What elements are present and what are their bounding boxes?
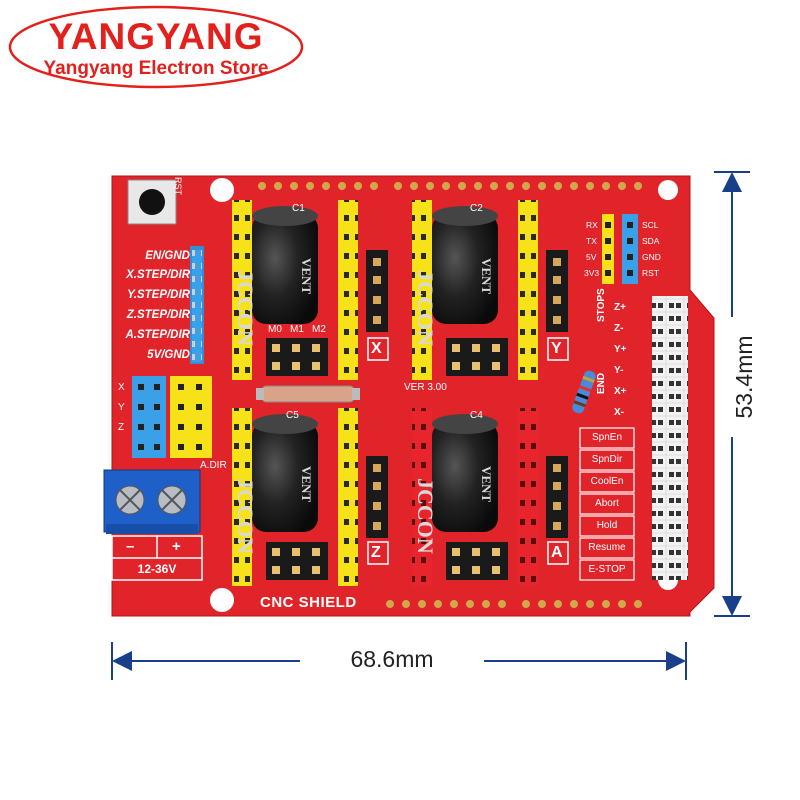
driver-socket-z bbox=[232, 408, 358, 586]
stop-label-x-minus: X- bbox=[614, 407, 624, 418]
cap-label-c1: C1 bbox=[292, 203, 305, 214]
microstep-label-m0: M0 bbox=[268, 324, 282, 335]
power-terminal-block bbox=[103, 469, 201, 534]
width-dimension-label: 68.6mm bbox=[322, 646, 462, 673]
clone-header-blue bbox=[132, 376, 166, 458]
control-label-estop: E-STOP bbox=[588, 564, 626, 575]
capacitor-brand-4: JCCON bbox=[413, 478, 438, 554]
brand-subtitle: Yangyang Electron Store bbox=[43, 58, 269, 79]
capacitor-mark-1: VENT bbox=[299, 258, 314, 295]
driver-socket-x bbox=[232, 200, 358, 380]
capacitor-1 bbox=[252, 206, 318, 324]
left-label-a-step: A.STEP/DIR bbox=[125, 329, 190, 341]
microstep-label-m1: M1 bbox=[290, 324, 304, 335]
i2c-label-rx: RX bbox=[586, 220, 598, 230]
cap-label-c5: C5 bbox=[286, 410, 299, 421]
control-label-hold: Hold bbox=[596, 520, 618, 531]
i2c-label-3v3: 3V3 bbox=[584, 268, 600, 278]
end-label: END bbox=[596, 372, 607, 394]
i2c-label-5v: 5V bbox=[586, 252, 597, 262]
capacitor-mark-4: VENT bbox=[479, 466, 494, 503]
left-label-y-step: Y.STEP/DIR bbox=[127, 289, 190, 301]
control-label-resume: Resume bbox=[588, 542, 626, 553]
i2c-label-tx: TX bbox=[586, 236, 597, 246]
control-label-spnen: SpnEn bbox=[591, 432, 623, 443]
control-label-abort: Abort bbox=[595, 498, 619, 509]
axis-label-a: A bbox=[551, 544, 563, 561]
capacitor-5 bbox=[252, 414, 318, 532]
i2c-header-blue bbox=[622, 214, 638, 284]
axis-label-x: X bbox=[371, 340, 382, 357]
capacitor-mark-2: VENT bbox=[479, 258, 494, 295]
reset-button bbox=[127, 179, 177, 225]
clone-label-z: Z bbox=[118, 422, 125, 433]
power-voltage-label: 12-36V bbox=[137, 562, 177, 576]
i2c-label-scl: SCL bbox=[642, 220, 659, 230]
control-header-white bbox=[652, 296, 688, 580]
stop-label-y-minus: Y- bbox=[614, 365, 624, 376]
resistor bbox=[572, 370, 596, 414]
fuse bbox=[256, 385, 360, 403]
cap-label-c2: C2 bbox=[470, 203, 483, 214]
clone-header-yellow bbox=[170, 376, 212, 458]
version-label: VER 3.00 bbox=[404, 382, 447, 393]
control-label-spndir: SpnDir bbox=[591, 454, 623, 465]
power-minus-label: – bbox=[126, 538, 135, 555]
i2c-header-yellow bbox=[602, 214, 614, 284]
clone-label-x: X bbox=[118, 382, 125, 393]
logo-ellipse bbox=[8, 5, 304, 89]
capacitor-mark-5: VENT bbox=[299, 466, 314, 503]
stop-label-x-plus: X+ bbox=[614, 386, 627, 397]
motor-headers bbox=[366, 250, 568, 538]
capacitor-2 bbox=[432, 206, 498, 324]
capacitor-4 bbox=[432, 414, 498, 532]
mounting-hole bbox=[658, 180, 678, 200]
axis-label-y: Y bbox=[551, 340, 562, 357]
bottom-header-pins bbox=[386, 600, 642, 608]
clone-label-a-dir: A.DIR bbox=[200, 460, 227, 471]
control-label-coolen: CoolEn bbox=[590, 476, 624, 487]
i2c-label-gnd: GND bbox=[642, 252, 661, 262]
control-label-boxes bbox=[579, 427, 635, 581]
top-header-pins bbox=[258, 182, 642, 190]
stop-label-z-minus: Z- bbox=[614, 323, 624, 334]
capacitor-brand-2: JCCON bbox=[413, 270, 438, 346]
stop-label-y-plus: Y+ bbox=[614, 344, 627, 355]
mounting-hole bbox=[210, 178, 234, 202]
left-label-x-step: X.STEP/DIR bbox=[126, 269, 190, 281]
mounting-hole bbox=[210, 588, 234, 612]
power-plus-label: + bbox=[172, 538, 181, 555]
cap-label-c4: C4 bbox=[470, 410, 483, 421]
i2c-label-sda: SDA bbox=[642, 236, 660, 246]
driver-socket-a bbox=[412, 408, 538, 586]
driver-socket-y bbox=[412, 200, 538, 380]
capacitor-brand-5: JCCON bbox=[233, 478, 258, 554]
i2c-label-rst: RST bbox=[642, 268, 659, 278]
brand-logo: YANGYANG Yangyang Electron Store bbox=[6, 4, 306, 90]
left-label-z-step: Z.STEP/DIR bbox=[126, 309, 190, 321]
brand-title: YANGYANG bbox=[48, 16, 264, 57]
capacitor-brand-1: JCCON bbox=[233, 270, 258, 346]
axis-label-z: Z bbox=[371, 544, 381, 561]
board-name: CNC SHIELD bbox=[260, 594, 357, 611]
stops-title: STOPS bbox=[596, 288, 607, 322]
left-label-5v-gnd: 5V/GND bbox=[147, 349, 190, 361]
left-label-en-gnd: EN/GND bbox=[145, 250, 190, 262]
microstep-label-m2: M2 bbox=[312, 324, 326, 335]
stop-label-z-plus: Z+ bbox=[614, 302, 626, 313]
clone-label-y: Y bbox=[118, 402, 125, 413]
reset-label: RST bbox=[173, 177, 183, 195]
axis-label-boxes bbox=[367, 337, 569, 565]
